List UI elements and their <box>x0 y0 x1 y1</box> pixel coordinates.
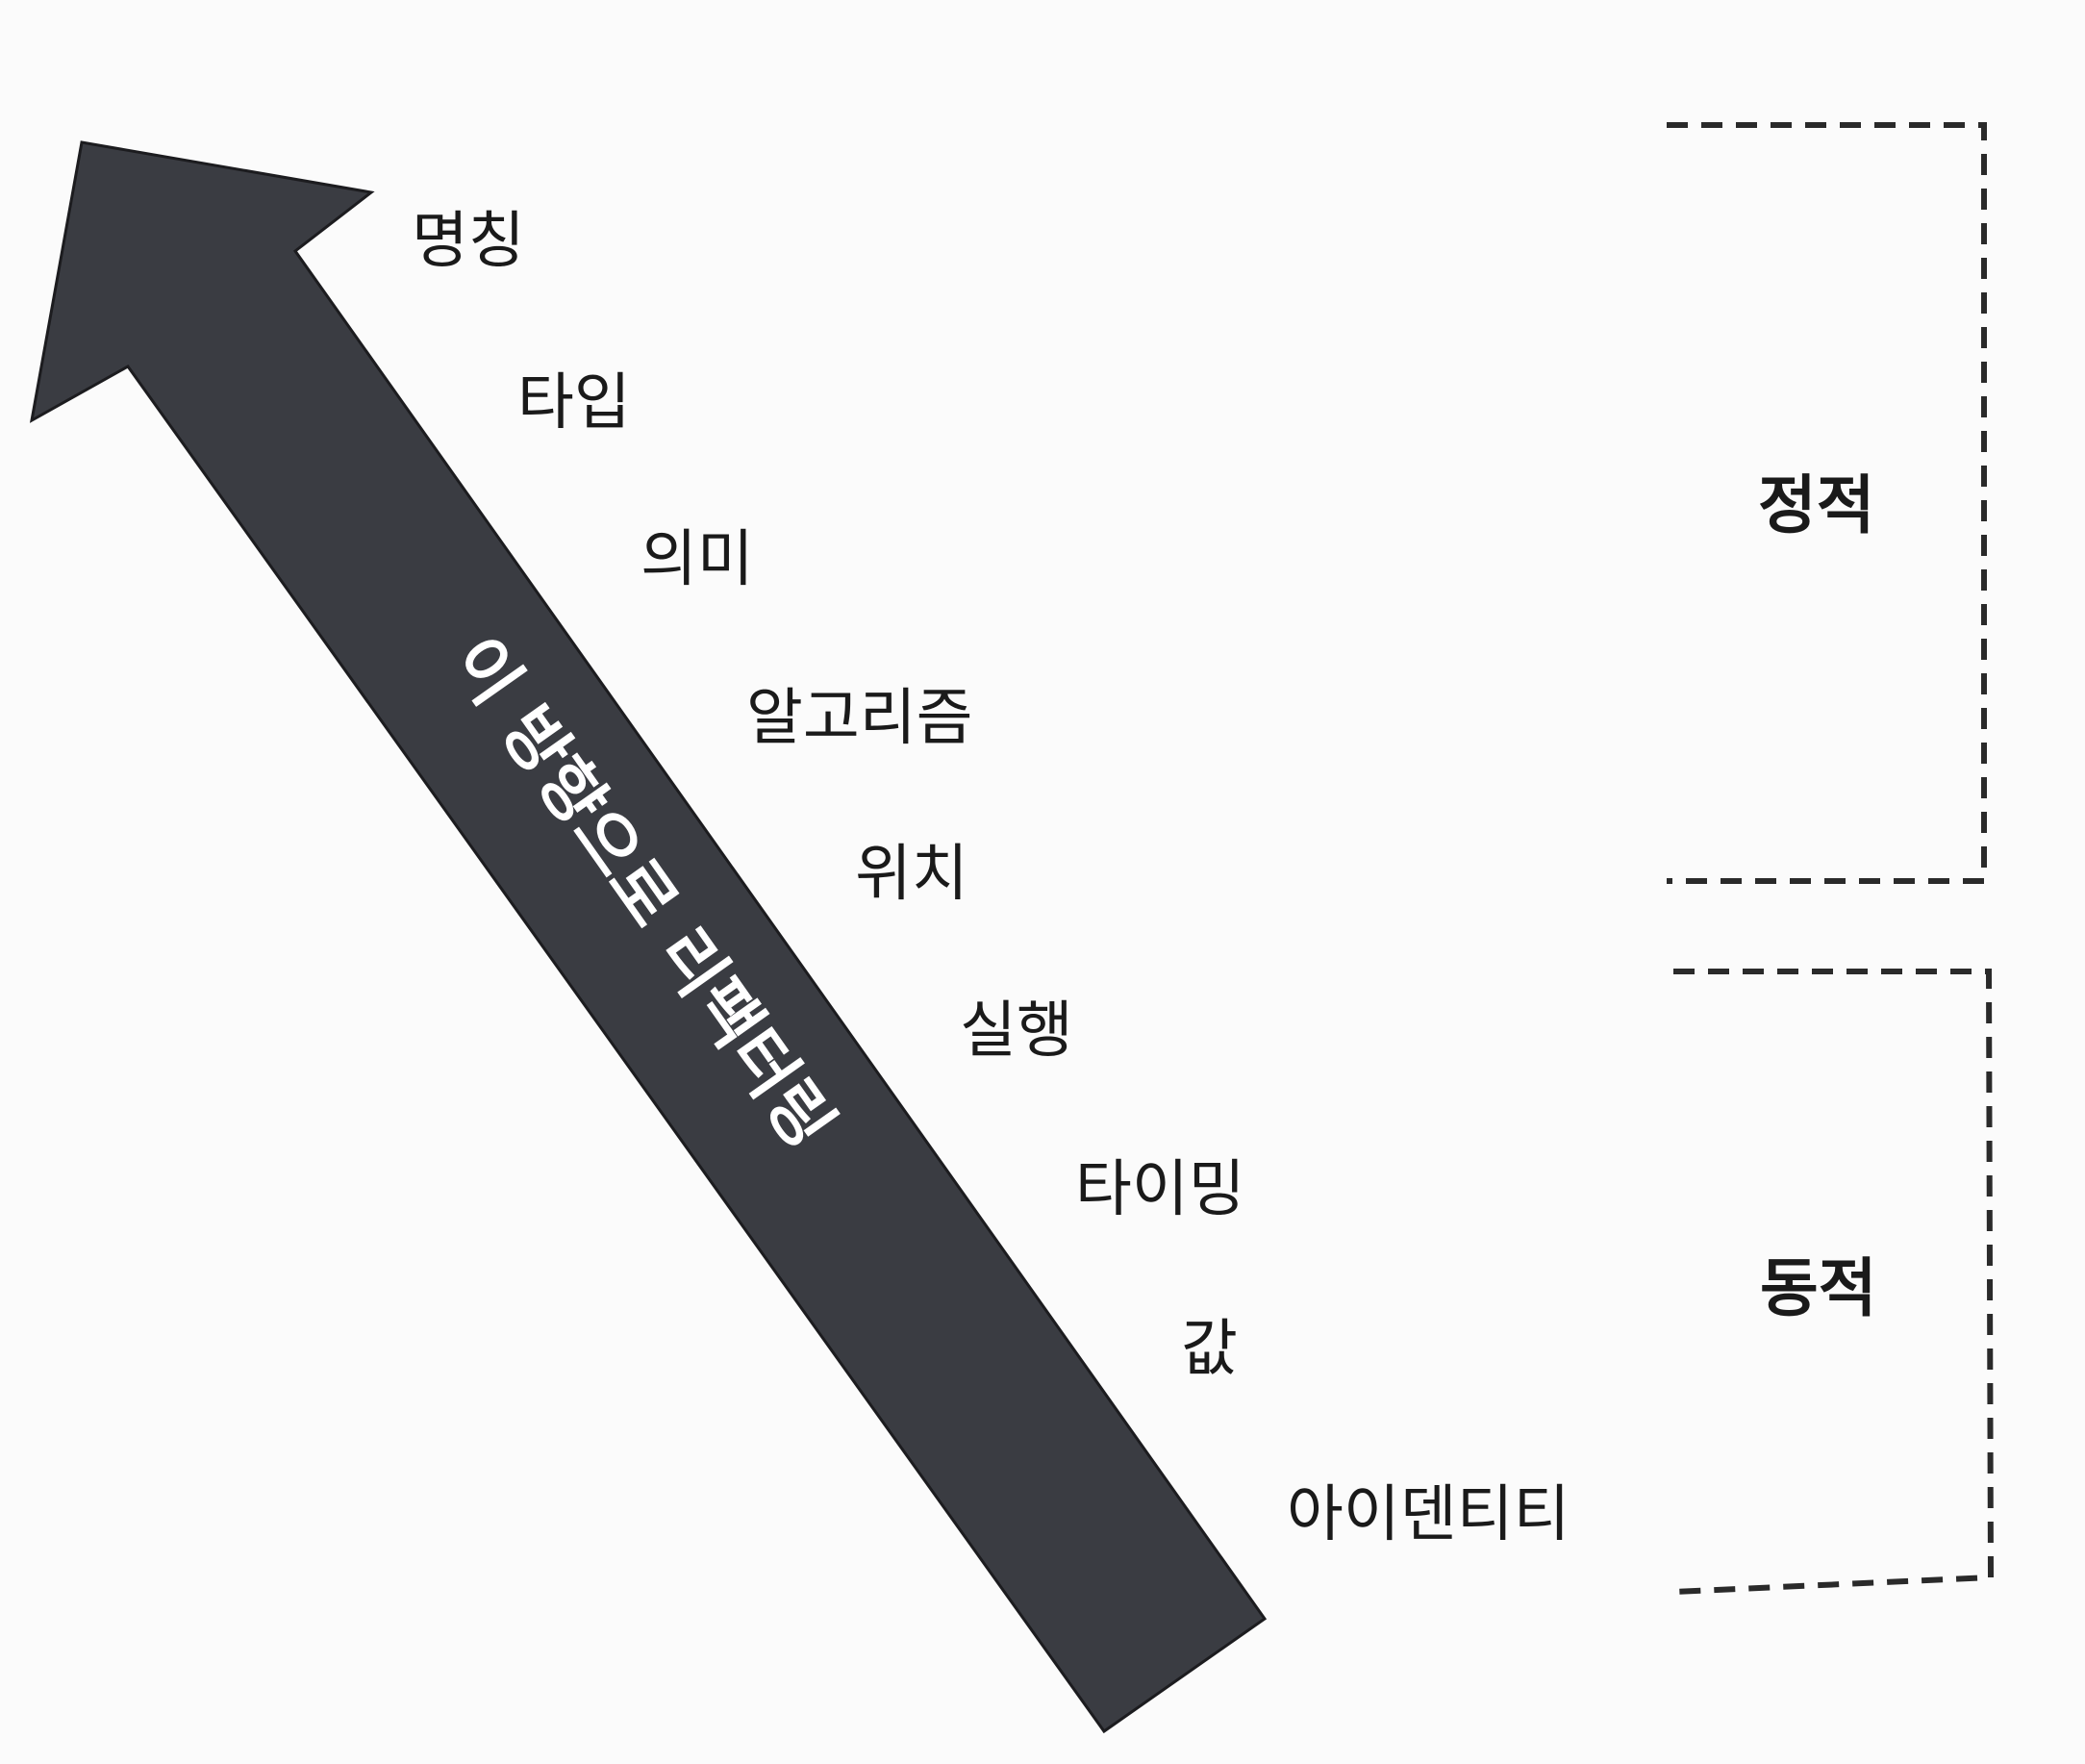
refactoring-direction-arrow <box>29 140 1268 1734</box>
concept-value: 값 <box>1181 1314 1238 1385</box>
concept-timing: 타이밍 <box>1075 1154 1245 1225</box>
concept-algorithm: 알고리즘 <box>746 683 973 754</box>
dynamic-bracket <box>1672 969 1995 1595</box>
dynamic-label: 동적 <box>1760 1251 1876 1325</box>
concept-location: 위치 <box>855 839 968 910</box>
concept-naming: 명칭 <box>412 206 525 277</box>
static-label: 정적 <box>1758 468 1874 542</box>
concept-type: 타입 <box>517 367 631 439</box>
static-bracket <box>1667 122 1987 884</box>
concept-execution: 실행 <box>960 995 1073 1067</box>
concept-identity: 아이덴티티 <box>1287 1479 1570 1550</box>
concept-meaning: 의미 <box>641 524 754 595</box>
